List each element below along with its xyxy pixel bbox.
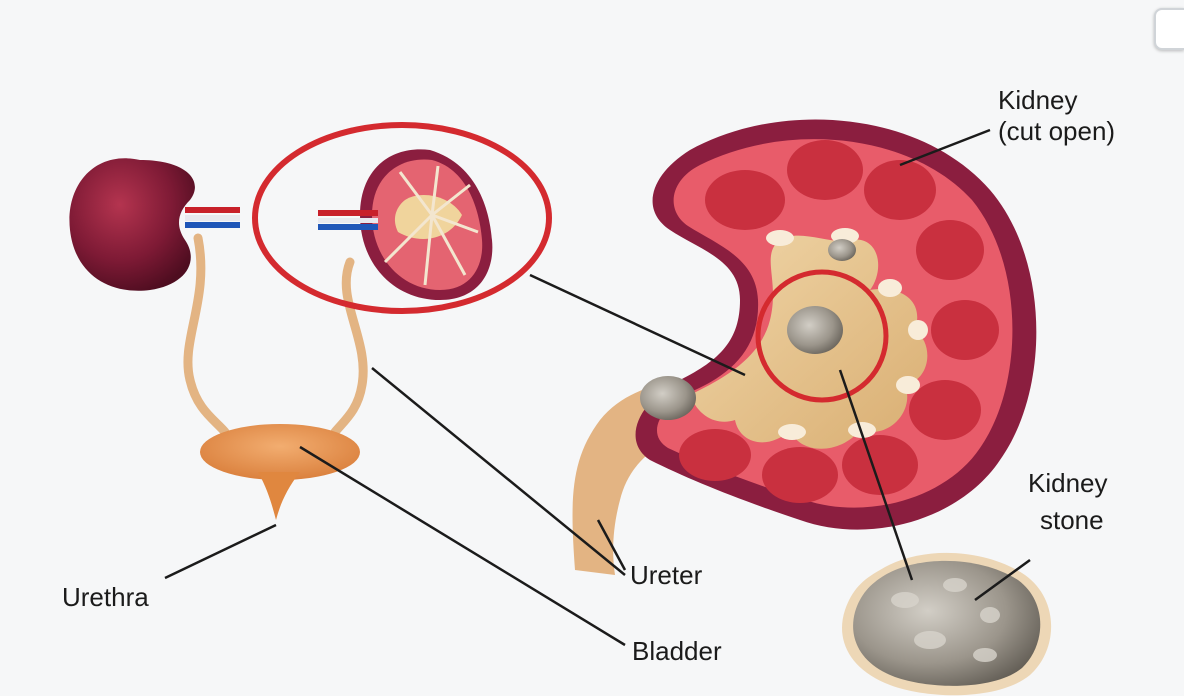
bladder-shape [200,424,360,520]
large-kidney-section [573,119,1037,575]
label-bladder: Bladder [632,636,722,667]
label-kidney-stone-1: Kidney [1028,468,1108,499]
left-ureter [188,238,225,432]
whole-kidney [69,158,240,290]
leader-urethra [165,525,276,578]
leader-small-to-large [530,275,745,375]
label-urethra: Urethra [62,582,149,613]
right-ureter [335,262,363,432]
label-ureter: Ureter [630,560,702,591]
label-kidney-stone-2: stone [1040,505,1104,536]
label-kidney-cut-open-1: Kidney [998,85,1078,116]
kidney-stone-illustration [842,553,1051,695]
label-kidney-cut-open-2: (cut open) [998,116,1115,147]
corner-tab[interactable] [1154,8,1184,50]
